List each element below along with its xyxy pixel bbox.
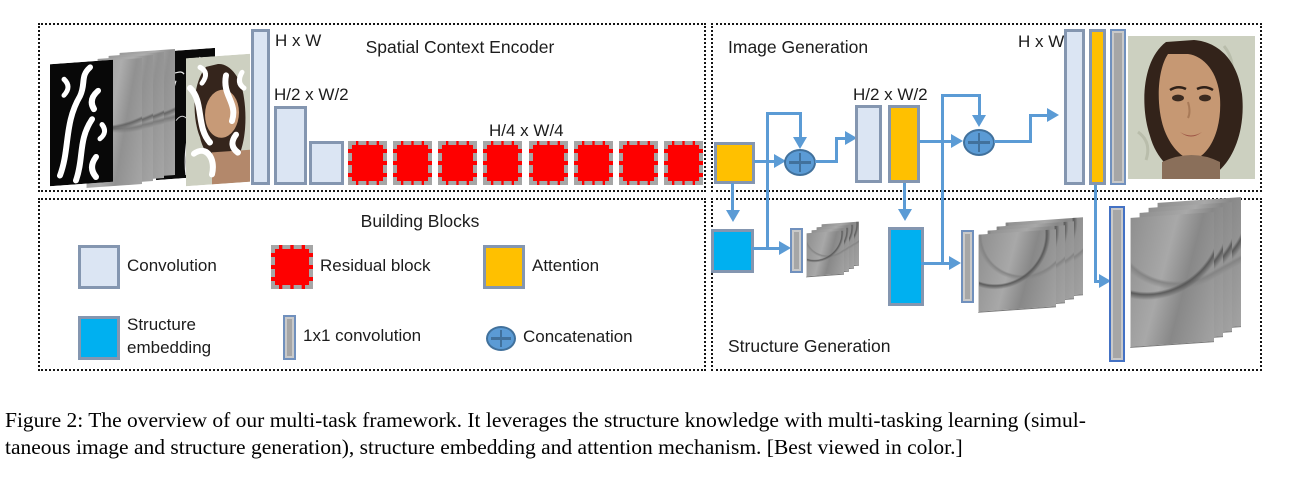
flow-line [754,160,777,163]
conv1x1-bar-1 [790,228,803,273]
flow-line [919,140,954,143]
arrowhead [845,131,857,145]
arrowhead [949,256,961,270]
figure-caption-line-2: taneous image and structure generation),… [5,435,963,459]
down-line-3 [1094,280,1102,283]
legend-label-structure-embedding: Structure embedding [127,315,212,357]
down-line-3 [1094,185,1097,283]
masked-face-image [186,53,250,187]
legend-swatch-attention [483,245,525,289]
concat-node-2 [963,129,995,156]
figure-caption-line-1: Figure 2: The overview of our multi-task… [5,408,1086,432]
arrowhead [774,154,786,168]
legend-swatch-conv1x1 [283,315,296,360]
legend-swatch-convolution [78,245,120,289]
structure-generation-title: Structure Generation [728,336,891,356]
flow-line [815,160,838,163]
residual-block [529,141,568,185]
dim-label-hxw-gen: H x W [1018,32,1065,51]
panel-spatial-context-encoder [38,23,706,192]
encoder-title: Spatial Context Encoder [365,37,555,57]
conv-block-h2w2 [274,106,307,185]
concat-node-1 [784,149,816,176]
arrowhead [1099,274,1111,288]
output-face-image [1128,36,1255,179]
residual-block [664,141,703,185]
legend-label-conv1x1: 1x1 convolution [303,326,422,345]
legend-swatch-concatenation [486,326,516,351]
conv-block-h4w4 [309,141,344,185]
down-line-1 [731,183,734,212]
image-generation-title: Image Generation [728,37,869,57]
residual-block [574,141,613,185]
conv1x1-bar-out [1110,29,1126,185]
attention-block-3 [1089,29,1106,185]
residual-block [393,141,432,185]
legend-label-attention: Attention [532,256,600,275]
feature-map-layer [1130,212,1214,348]
arrowhead [898,209,912,221]
feature-map-layer [978,229,1056,313]
flow-line [835,137,838,163]
attention-block-2 [888,105,920,183]
arrowhead [951,134,963,148]
plus-icon [499,330,503,347]
residual-block [619,141,658,185]
panel-image-generation [711,23,1262,192]
dim-label-h4w4: H/4 x W/4 [489,121,564,140]
legend-label-concatenation: Concatenation [523,327,633,346]
dim-label-hxw: H x W [275,31,322,50]
conv1x1-bar-3 [1109,206,1125,362]
dim-label-h2w2-gen: H/2 x W/2 [853,85,928,104]
feature-map-layer [806,230,844,278]
skip-connection-line-2 [941,94,944,264]
plus-icon [977,133,981,152]
legend-label-convolution: Convolution [127,256,217,275]
flow-line [1029,114,1050,117]
conv-block-gen-h2w2 [855,105,882,183]
building-blocks-title: Building Blocks [360,211,480,231]
flow-line [1029,114,1032,143]
skip-connection-line-2 [941,94,981,97]
masked-edge-map-image [50,59,113,187]
residual-block [438,141,477,185]
panel-building-blocks [38,198,706,371]
structure-embedding-block-2 [888,227,924,306]
structure-embedding-block-1 [711,229,754,273]
flow-line [921,262,952,265]
dim-label-h2w2: H/2 x W/2 [274,85,349,104]
flow-line [994,140,1032,143]
arrowhead [972,115,986,127]
skip-connection-line-1 [766,112,769,249]
legend-label-residual: Residual block [320,256,431,275]
residual-block [483,141,522,185]
residual-block [348,141,387,185]
skip-connection-line-2 [978,94,981,117]
legend-swatch-structure-embedding [78,316,120,360]
skip-connection-line-1 [799,112,802,139]
attention-block-1 [714,142,755,184]
plus-icon [798,153,802,172]
conv-block-hxw [251,29,270,185]
arrowhead [793,137,807,149]
skip-connection-line-1 [766,112,802,115]
panel-structure-generation [711,198,1262,371]
arrowhead [779,241,791,255]
conv-block-out [1064,29,1085,185]
legend-swatch-residual [271,245,313,289]
conv1x1-bar-2 [961,230,974,303]
flow-line [835,137,848,140]
arrowhead [1047,108,1059,122]
down-line-2 [903,183,906,211]
arrowhead [726,210,740,222]
flow-line [752,247,782,250]
